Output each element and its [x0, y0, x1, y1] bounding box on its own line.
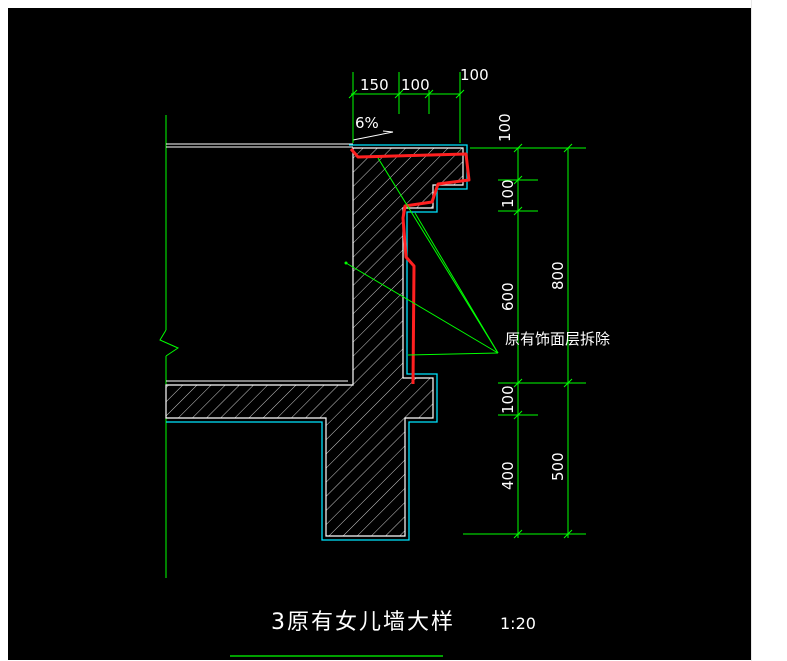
top-dim-100-a: 100: [401, 76, 430, 94]
right-dim-800: 800: [549, 261, 567, 290]
note-leader-lines: [345, 157, 499, 356]
roof-top-lines: [166, 143, 353, 148]
leader-dot: [344, 261, 348, 265]
demolish-markup-line: [349, 148, 471, 385]
parapet-detail-drawing: 6% 150 100 100 100 100 600 800 100: [159, 66, 610, 657]
right-dim-400: 400: [499, 461, 517, 490]
page-margin: [751, 0, 787, 661]
left-wall-lines: [159, 115, 180, 578]
right-dim-500: 500: [549, 452, 567, 481]
slope-label: 6%: [355, 114, 379, 132]
right-dim-600: 600: [499, 282, 517, 311]
drawing-title: 3原有女儿墙大样: [271, 610, 455, 635]
right-dim-top-100: 100: [496, 113, 514, 142]
drawing-scale: 1:20: [500, 614, 536, 633]
right-dim-100-b: 100: [499, 385, 517, 414]
top-dim-100-b: 100: [460, 66, 489, 84]
right-dim-100-a: 100: [499, 179, 517, 208]
top-dim-150: 150: [360, 76, 389, 94]
slope-indicator: [352, 130, 394, 141]
top-dimension-chain: [348, 72, 465, 143]
right-dimension-chains: [463, 143, 586, 539]
finish-outline: [166, 144, 468, 541]
demolish-finish-note: 原有饰面层拆除: [505, 330, 610, 348]
concrete-section: [165, 147, 464, 537]
drawing-canvas: 6% 150 100 100 100 100 600 800 100: [8, 8, 751, 660]
